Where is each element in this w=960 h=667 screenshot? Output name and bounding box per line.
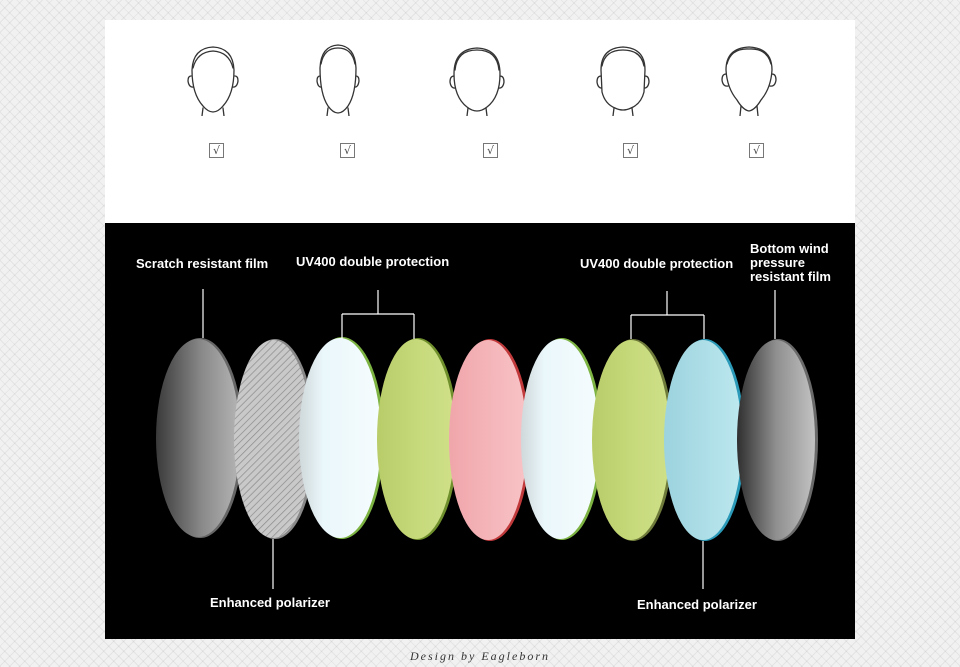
lens-layer-uv-green — [377, 338, 458, 540]
face-oval-checkbox: √ — [209, 143, 224, 158]
face-square-icon — [593, 42, 653, 116]
label-uv-left: UV400 double protection — [296, 254, 450, 269]
lens-layer-polarizer — [234, 339, 315, 539]
label-uv-right: UV400 double protection — [580, 256, 734, 271]
face-round-checkbox: √ — [483, 143, 498, 158]
face-square-checkbox: √ — [623, 143, 638, 158]
footer-credit: Design by Eagleborn — [410, 649, 550, 663]
label-bottom-film: Bottom wind pressure resistant film — [750, 242, 831, 284]
lens-layer-pink — [449, 339, 530, 541]
face-heart-checkbox: √ — [749, 143, 764, 158]
lens-layer-scratch-film — [156, 338, 243, 538]
lens-layers-panel: Scratch resistant film UV400 double prot… — [105, 223, 855, 639]
label-bottom-film-line2: pressure — [750, 255, 805, 270]
label-polarizer-right: Enhanced polarizer — [637, 597, 757, 612]
face-oval-icon — [183, 42, 243, 116]
lens-layer-uv-white — [299, 337, 384, 539]
face-heart-icon — [719, 42, 779, 116]
uv-right-bracket — [630, 291, 705, 339]
face-shape-panel: √ √ √ √ √ — [105, 20, 855, 223]
lens-layer-uv-green-2 — [592, 339, 673, 541]
face-long-checkbox: √ — [340, 143, 355, 158]
face-round-icon — [447, 42, 507, 116]
lens-layer-diagram — [156, 289, 818, 589]
lens-layer-bottom-film — [737, 339, 818, 541]
label-polarizer-left: Enhanced polarizer — [210, 595, 330, 610]
label-bottom-film-line1: Bottom wind — [750, 241, 829, 256]
lens-layer-white — [521, 338, 602, 540]
lens-layer-polarizer-blue — [664, 339, 745, 541]
label-scratch-film: Scratch resistant film — [136, 256, 269, 271]
uv-left-bracket — [341, 290, 415, 339]
face-long-icon — [308, 42, 368, 116]
label-bottom-film-line3: resistant film — [750, 269, 831, 284]
